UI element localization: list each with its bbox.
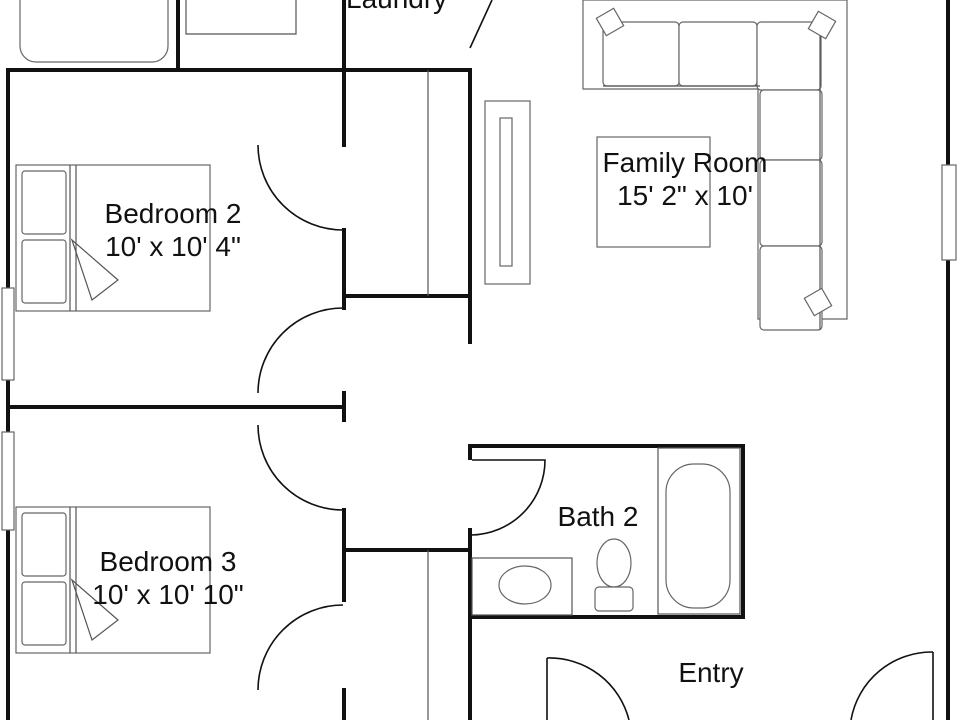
entry-door-left — [546, 657, 630, 720]
bedroom2-name: Bedroom 2 — [104, 198, 242, 229]
family-room-dimensions: 15' 2" x 10' — [617, 180, 753, 212]
bath2-sink — [498, 565, 552, 605]
bedroom2-door — [257, 144, 344, 231]
laundry-door-leaf — [469, 0, 493, 49]
tv-console — [484, 100, 531, 285]
laundry-counter — [185, 0, 297, 35]
family-room-name: Family Room — [602, 147, 768, 178]
bath2-name: Bath 2 — [557, 501, 639, 532]
window-left-bedroom2 — [1, 287, 15, 381]
window-right-family-room — [941, 164, 957, 261]
window-left-bedroom3 — [1, 431, 15, 531]
bedroom3-door-upper — [257, 424, 344, 511]
bedroom3-bed — [15, 506, 211, 654]
laundry-tub — [19, 0, 169, 63]
bedroom2-label: Bedroom 2 10' x 10' 4" — [68, 197, 278, 263]
bath2-walls — [468, 444, 745, 619]
laundry-name: Laundry — [346, 0, 447, 15]
bedroom2-hall-door — [257, 307, 344, 394]
sofa-cushion-2 — [807, 10, 837, 40]
bedroom3-label: Bedroom 3 10' x 10' 10" — [58, 545, 278, 611]
bedroom3-name: Bedroom 3 — [99, 546, 237, 577]
walls — [6, 0, 950, 720]
entry-label: Entry — [656, 656, 766, 689]
coffee-table — [596, 136, 711, 248]
sectional-sofa — [582, 0, 848, 331]
entry-name: Entry — [678, 657, 744, 688]
bath2-label: Bath 2 — [538, 500, 658, 533]
bath2-tub — [665, 463, 731, 609]
bedroom2-dimensions: 10' x 10' 4" — [105, 231, 241, 263]
bath2-vanity — [471, 557, 573, 616]
bath2-door — [471, 459, 546, 536]
bedroom2-bed — [15, 164, 211, 312]
bath2-tub-surround — [657, 447, 741, 615]
bath2-toilet — [594, 538, 634, 612]
entry-door-right — [850, 651, 934, 720]
bedroom3-door-lower — [257, 604, 344, 691]
family-room-label: Family Room 15' 2" x 10' — [575, 146, 795, 212]
laundry-label: Laundry — [346, 0, 447, 15]
bedroom3-dimensions: 10' x 10' 10" — [92, 579, 244, 611]
sofa-cushion-3 — [803, 287, 833, 317]
sofa-cushion-1 — [595, 7, 625, 37]
